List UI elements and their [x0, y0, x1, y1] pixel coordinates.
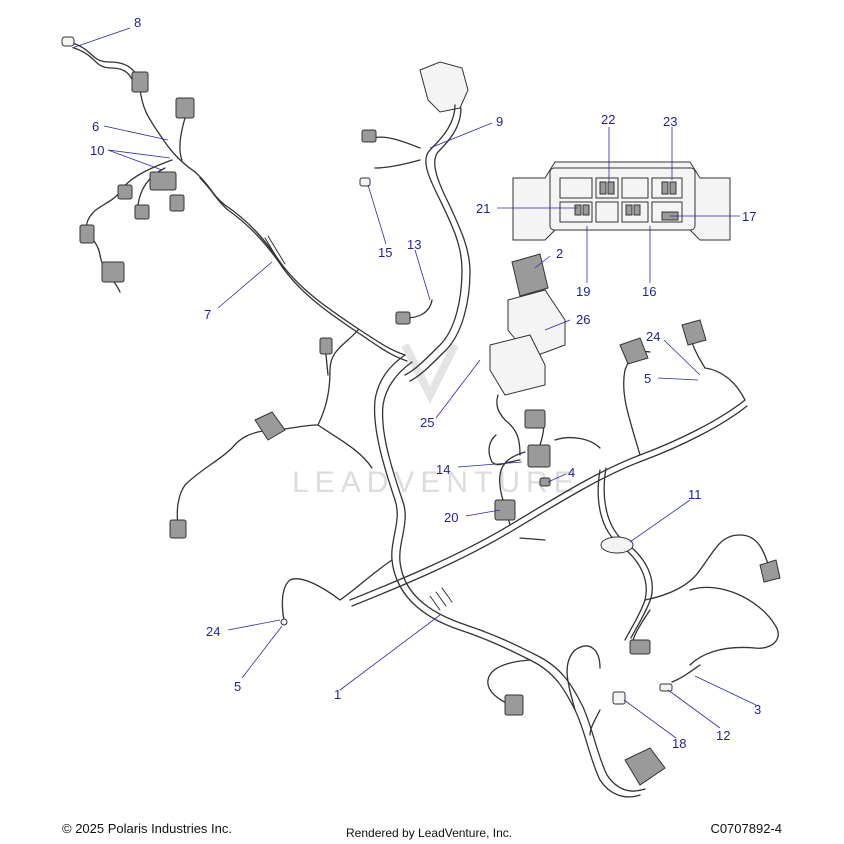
- rendered-by-text: Rendered by LeadVenture, Inc.: [346, 826, 513, 840]
- callout-24-upper: 24: [646, 329, 660, 344]
- harness-left-upper: [61, 36, 408, 362]
- callout-1: 1: [334, 687, 341, 702]
- callout-18: 18: [672, 736, 686, 751]
- callout-7: 7: [204, 307, 211, 322]
- relay-parts: [489, 253, 566, 396]
- connector-13: [395, 311, 411, 325]
- callout-5-upper: 5: [644, 371, 651, 386]
- callout-12: 12: [716, 728, 730, 743]
- callout-15: 15: [378, 245, 392, 260]
- part-2: [511, 253, 549, 297]
- callout-labels: 8 6 10 7 9 15 13 22 23 21 17 2 19 16 26 …: [90, 15, 761, 751]
- part-14: [527, 444, 551, 468]
- callout-20: 20: [444, 510, 458, 525]
- connector-9: [419, 61, 469, 113]
- callout-21: 21: [476, 201, 490, 216]
- callout-16: 16: [642, 284, 656, 299]
- part-11-grommet: [600, 536, 634, 554]
- watermark-logo: [401, 343, 459, 404]
- callout-17: 17: [742, 209, 756, 224]
- main-harness-1: [169, 329, 666, 798]
- callout-24-lower: 24: [206, 624, 220, 639]
- callout-19: 19: [576, 284, 590, 299]
- callout-8: 8: [134, 15, 141, 30]
- callout-4: 4: [568, 465, 575, 480]
- connector-15: [359, 177, 371, 187]
- callout-6: 6: [92, 119, 99, 134]
- callout-5-lower: 5: [234, 679, 241, 694]
- diagram-part-code: C0707892-4: [710, 821, 782, 836]
- callout-26: 26: [576, 312, 590, 327]
- watermark: LEADVENTURE: [292, 466, 580, 499]
- part-4: [539, 477, 551, 487]
- harness-right: [349, 319, 781, 736]
- callout-11: 11: [688, 487, 702, 502]
- callout-23: 23: [663, 114, 677, 129]
- callout-25: 25: [420, 415, 434, 430]
- callout-10: 10: [90, 143, 104, 158]
- fuse-box: [512, 161, 731, 241]
- part-25: [489, 334, 546, 396]
- callout-13: 13: [407, 237, 421, 252]
- callout-14: 14: [436, 462, 450, 477]
- callout-2: 2: [556, 246, 563, 261]
- callout-9: 9: [496, 114, 503, 129]
- part-20: [494, 499, 516, 521]
- copyright-text: © 2025 Polaris Industries Inc.: [62, 821, 232, 836]
- part-18: [612, 691, 626, 705]
- callout-22: 22: [601, 112, 615, 127]
- leader-lines: [71, 27, 757, 739]
- harness-center-upper: [359, 61, 471, 382]
- part-12: [659, 683, 673, 692]
- connector-8: [61, 36, 75, 47]
- callout-3: 3: [754, 702, 761, 717]
